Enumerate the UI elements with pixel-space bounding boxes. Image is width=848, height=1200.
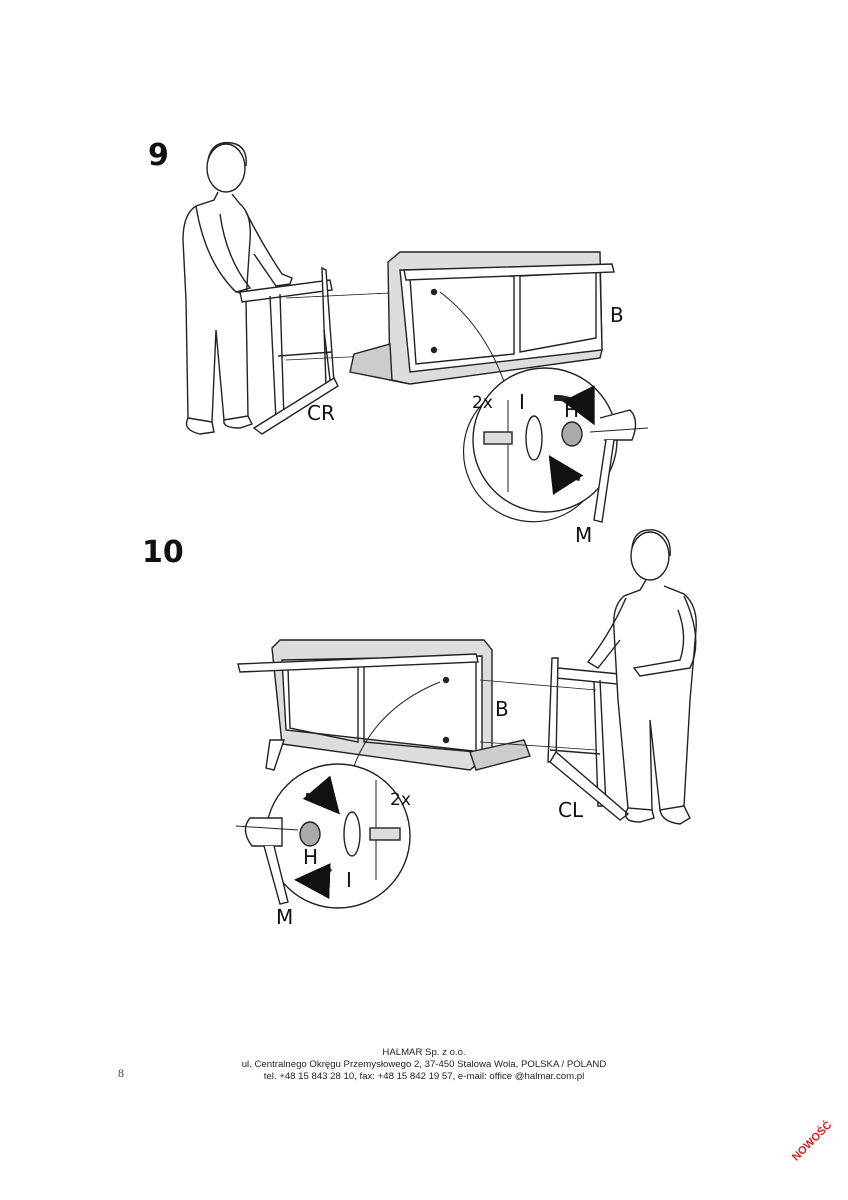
page-number: 8 <box>118 1066 124 1080</box>
step-10-illustration <box>235 529 697 909</box>
person-figure-step10 <box>586 529 697 825</box>
detail-zoom-step10 <box>235 681 441 909</box>
step-10-number: 10 <box>142 535 184 570</box>
label-part-b-step10: B <box>495 697 509 721</box>
footer-company: HALMAR Sp. z o.o. <box>382 1047 466 1058</box>
footer-contact: tel. +48 15 843 28 10, fax: +48 15 842 1… <box>263 1071 585 1082</box>
side-frame-cr <box>239 266 411 435</box>
label-part-i-step9: I <box>519 390 525 414</box>
label-part-m-step10: M <box>276 905 293 929</box>
person-figure-step9 <box>182 141 293 435</box>
label-quantity-step10: 2x <box>390 790 411 810</box>
label-part-b-step9: B <box>610 303 624 327</box>
label-quantity-step9: 2x <box>472 393 493 413</box>
label-part-h-step10: H <box>303 845 318 869</box>
detail-zoom-step9 <box>439 291 649 523</box>
label-part-i-step10: I <box>346 868 352 892</box>
label-part-cr: CR <box>307 401 335 425</box>
footer-address: ul. Centralnego Okręgu Przemysłowego 2, … <box>241 1059 607 1070</box>
label-part-h-step9: H <box>564 398 579 422</box>
side-frame-cl <box>479 657 641 821</box>
step-9-illustration <box>182 141 649 523</box>
sofa-frame-b-step9 <box>349 251 615 385</box>
label-part-m-step9: M <box>575 523 592 547</box>
sofa-frame-b-step10 <box>237 639 531 771</box>
step-9-number: 9 <box>148 138 169 173</box>
label-part-cl: CL <box>558 798 584 822</box>
